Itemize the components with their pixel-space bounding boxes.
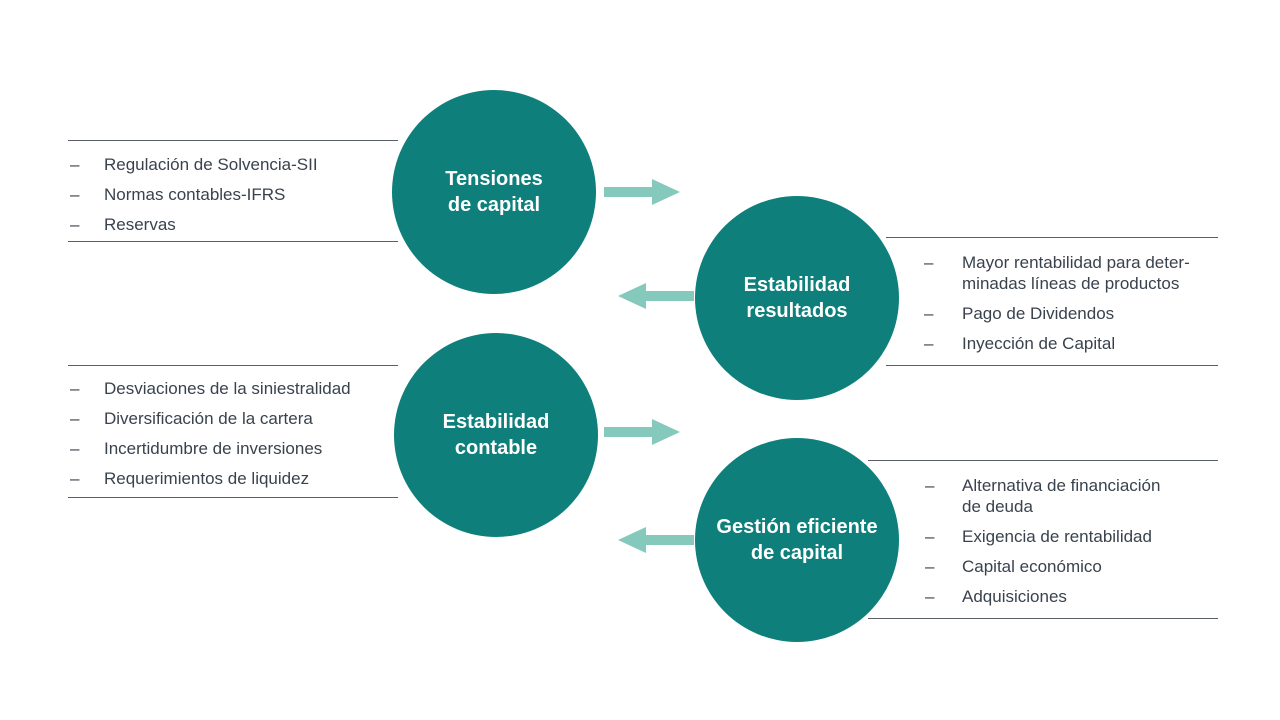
circle-label: Estabilidad contable <box>442 411 550 459</box>
arrow-right-icon <box>604 419 680 445</box>
list-item: – Normas contables-IFRS <box>70 184 398 205</box>
list-tensiones-drivers: – Regulación de Solvencia-SII – Normas c… <box>68 140 398 242</box>
dash-bullet: – <box>70 469 80 488</box>
list-gestion-capital-outcomes: – Alternativa de financiación de deuda –… <box>868 460 1218 619</box>
list-item: – Diversificación de la cartera <box>70 408 398 429</box>
dash-bullet: – <box>70 185 80 204</box>
arrow-left-icon <box>618 283 694 309</box>
dash-bullet: – <box>70 439 80 458</box>
list-estabilidad-contable-drivers: – Desviaciones de la siniestralidad – Di… <box>68 365 398 498</box>
dash-bullet: – <box>70 409 80 428</box>
list-item-text: Regulación de Solvencia-SII <box>104 155 318 174</box>
dash-bullet: – <box>925 476 935 495</box>
list-item: – Adquisiciones <box>925 586 1218 607</box>
divider-line <box>68 241 398 242</box>
list-items: – Regulación de Solvencia-SII – Normas c… <box>68 140 398 235</box>
list-item: – Pago de Dividendos <box>924 303 1218 324</box>
list-item-text: Pago de Dividendos <box>962 304 1115 323</box>
list-item-text: Requerimientos de liquidez <box>104 469 310 488</box>
list-item-text: Incertidumbre de inversiones <box>104 439 323 458</box>
divider-line <box>868 460 1218 461</box>
list-items: – Desviaciones de la siniestralidad – Di… <box>68 365 398 489</box>
arrow-right-icon <box>604 179 680 205</box>
list-item: – Mayor rentabilidad para deter- minadas… <box>924 252 1218 294</box>
circle-label: Tensiones de capital <box>445 168 543 216</box>
circle-label: Estabilidad resultados <box>743 274 851 322</box>
list-items: – Alternativa de financiación de deuda –… <box>868 460 1218 607</box>
circle-estabilidad-contable: Estabilidad contable <box>394 333 598 537</box>
list-item: – Reservas <box>70 214 398 235</box>
list-items: – Mayor rentabilidad para deter- minadas… <box>886 237 1218 354</box>
circle-gestion-eficiente-de-capital: Gestión eficiente de capital <box>695 438 899 642</box>
dash-bullet: – <box>70 379 80 398</box>
circle-label: Gestión eficiente de capital <box>716 516 878 564</box>
divider-line <box>68 497 398 498</box>
list-item: – Capital económico <box>925 556 1218 577</box>
list-item-text: Capital económico <box>962 557 1102 576</box>
list-item-text: Mayor rentabilidad para deter- minadas l… <box>962 253 1190 293</box>
arrow-left-icon <box>618 527 694 553</box>
dash-bullet: – <box>924 334 934 353</box>
list-item: – Requerimientos de liquidez <box>70 468 398 489</box>
list-item-text: Reservas <box>104 215 176 234</box>
list-item: – Incertidumbre de inversiones <box>70 438 398 459</box>
list-item-text: Normas contables-IFRS <box>104 185 286 204</box>
list-item-text: Exigencia de rentabilidad <box>962 527 1152 546</box>
dash-bullet: – <box>70 215 80 234</box>
list-item-text: Desviaciones de la siniestralidad <box>104 379 351 398</box>
divider-line <box>868 618 1218 619</box>
list-item-text: Adquisiciones <box>962 587 1067 606</box>
list-item-text: Inyección de Capital <box>962 334 1116 353</box>
list-estabilidad-resultados-outcomes: – Mayor rentabilidad para deter- minadas… <box>886 237 1218 366</box>
list-item: – Desviaciones de la siniestralidad <box>70 378 398 399</box>
dash-bullet: – <box>70 155 80 174</box>
list-item-text: Alternativa de financiación de deuda <box>962 476 1161 516</box>
dash-bullet: – <box>924 304 934 323</box>
list-item: – Alternativa de financiación de deuda <box>925 475 1218 517</box>
dash-bullet: – <box>925 587 935 606</box>
list-item: – Inyección de Capital <box>924 333 1218 354</box>
divider-line <box>886 237 1218 238</box>
dash-bullet: – <box>924 253 934 272</box>
dash-bullet: – <box>925 527 935 546</box>
divider-line <box>68 365 398 366</box>
list-item: – Regulación de Solvencia-SII <box>70 154 398 175</box>
divider-line <box>886 365 1218 366</box>
dash-bullet: – <box>925 557 935 576</box>
list-item: – Exigencia de rentabilidad <box>925 526 1218 547</box>
circle-tensiones-de-capital: Tensiones de capital <box>392 90 596 294</box>
circle-estabilidad-resultados: Estabilidad resultados <box>695 196 899 400</box>
divider-line <box>68 140 398 141</box>
list-item-text: Diversificación de la cartera <box>104 409 313 428</box>
